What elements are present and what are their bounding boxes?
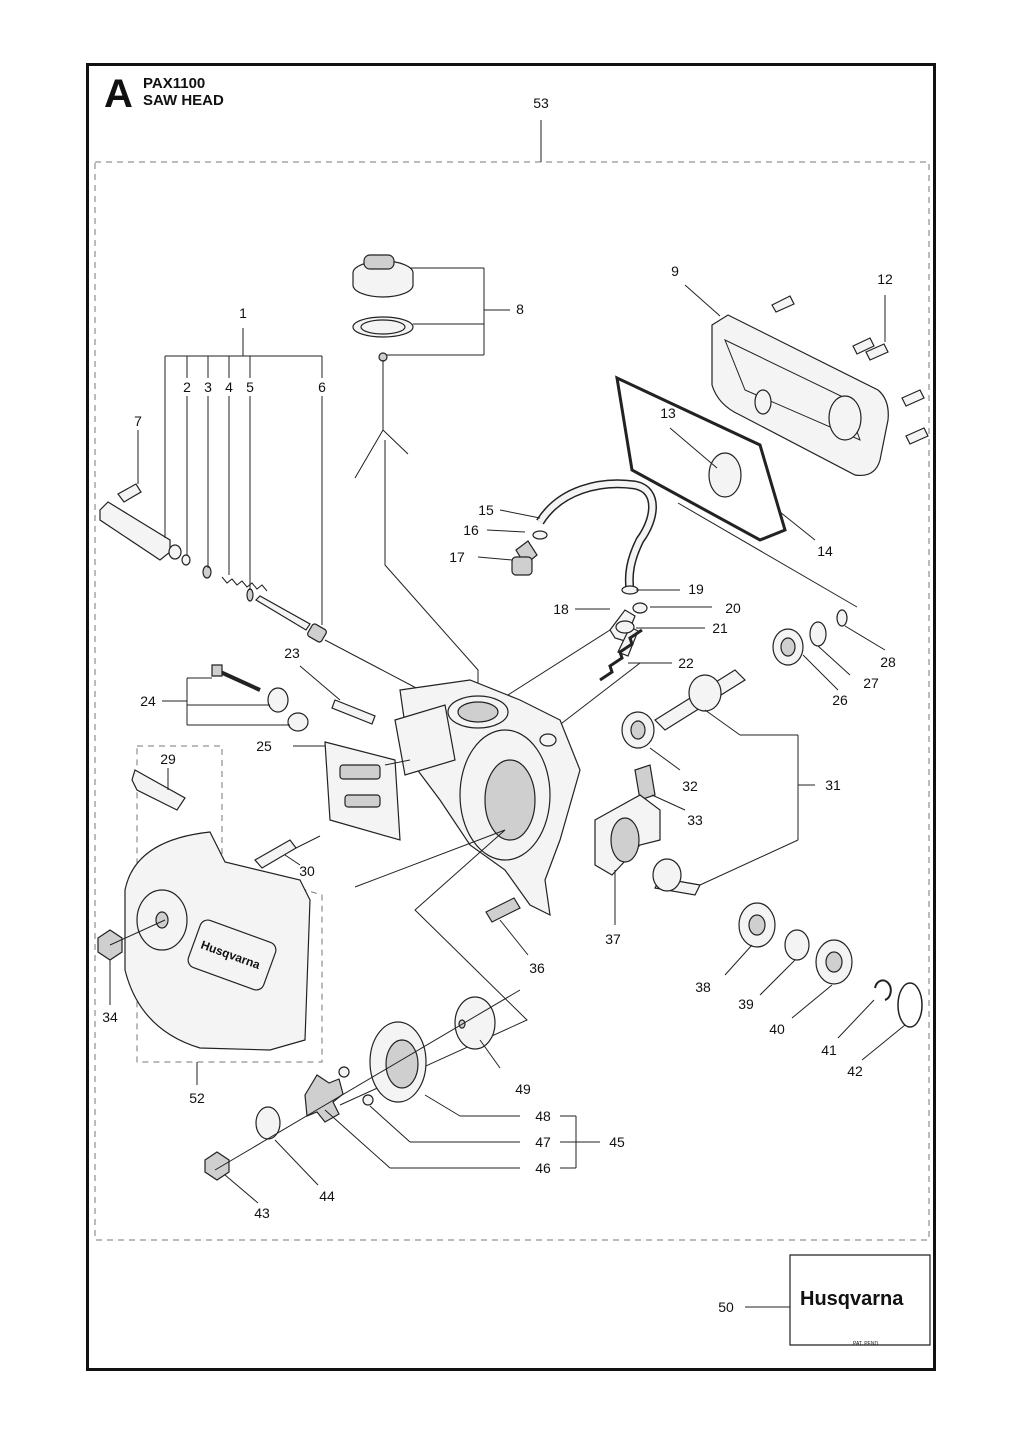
- model-name: PAX1100: [143, 75, 206, 92]
- callout-25: 25: [256, 738, 272, 754]
- callout-46: 46: [535, 1160, 551, 1176]
- callout-24: 24: [140, 693, 156, 709]
- housing-cover: [615, 295, 929, 542]
- callout-39: 39: [738, 996, 754, 1012]
- callout-4: 4: [225, 379, 233, 395]
- blade-guard-cover: [124, 831, 311, 1051]
- callout-30: 30: [299, 863, 315, 879]
- callout-8: 8: [516, 301, 524, 317]
- callout-31: 31: [825, 777, 841, 793]
- callout-29: 29: [160, 751, 176, 767]
- callout-45: 45: [609, 1134, 625, 1150]
- callout-36: 36: [529, 960, 545, 976]
- callout-27: 27: [863, 675, 879, 691]
- callout-48: 48: [535, 1108, 551, 1124]
- callout-3: 3: [204, 379, 212, 395]
- section-letter: A: [104, 72, 133, 116]
- oil-line: [511, 479, 657, 657]
- callout-12: 12: [877, 271, 893, 287]
- callout-6: 6: [318, 379, 326, 395]
- callout-16: 16: [463, 522, 479, 538]
- callout-1: 1: [239, 305, 247, 321]
- callout-32: 32: [682, 778, 698, 794]
- callout-9: 9: [671, 263, 679, 279]
- callout-33: 33: [687, 812, 703, 828]
- callout-17: 17: [449, 549, 465, 565]
- shaft-assembly: [99, 483, 327, 643]
- callout-44: 44: [319, 1188, 335, 1204]
- callout-41: 41: [821, 1042, 837, 1058]
- callout-13: 13: [660, 405, 676, 421]
- callout-28: 28: [880, 654, 896, 670]
- callout-26: 26: [832, 692, 848, 708]
- callout-38: 38: [695, 979, 711, 995]
- callout-40: 40: [769, 1021, 785, 1037]
- callout-22: 22: [678, 655, 694, 671]
- callout-47: 47: [535, 1134, 551, 1150]
- callout-5: 5: [246, 379, 254, 395]
- callout-15: 15: [478, 502, 494, 518]
- callout-37: 37: [605, 931, 621, 947]
- callout-34: 34: [102, 1009, 118, 1025]
- decal-brand-text: Husqvarna: [800, 1288, 904, 1310]
- callout-2: 2: [183, 379, 191, 395]
- callout-23: 23: [284, 645, 300, 661]
- callout-20: 20: [725, 600, 741, 616]
- drawing-frame: [86, 63, 936, 1371]
- callout-50: 50: [718, 1299, 734, 1315]
- callout-52: 52: [189, 1090, 205, 1106]
- callout-49: 49: [515, 1081, 531, 1097]
- decal-small-print: PAT. PEND.: [853, 1341, 880, 1347]
- diagram-title: SAW HEAD: [143, 92, 224, 109]
- oil-cap: [352, 254, 414, 479]
- cover-boundary: [136, 745, 323, 1063]
- callout-18: 18: [553, 601, 569, 617]
- decal-label: [789, 1254, 931, 1346]
- callout-43: 43: [254, 1205, 270, 1221]
- callout-42: 42: [847, 1063, 863, 1079]
- callout-19: 19: [688, 581, 704, 597]
- callout-7: 7: [134, 413, 142, 429]
- gear-housing: [324, 679, 581, 917]
- drive-shaft: [621, 609, 923, 1028]
- callout-21: 21: [712, 620, 728, 636]
- callout-14: 14: [817, 543, 833, 559]
- callout-53: 53: [533, 95, 549, 111]
